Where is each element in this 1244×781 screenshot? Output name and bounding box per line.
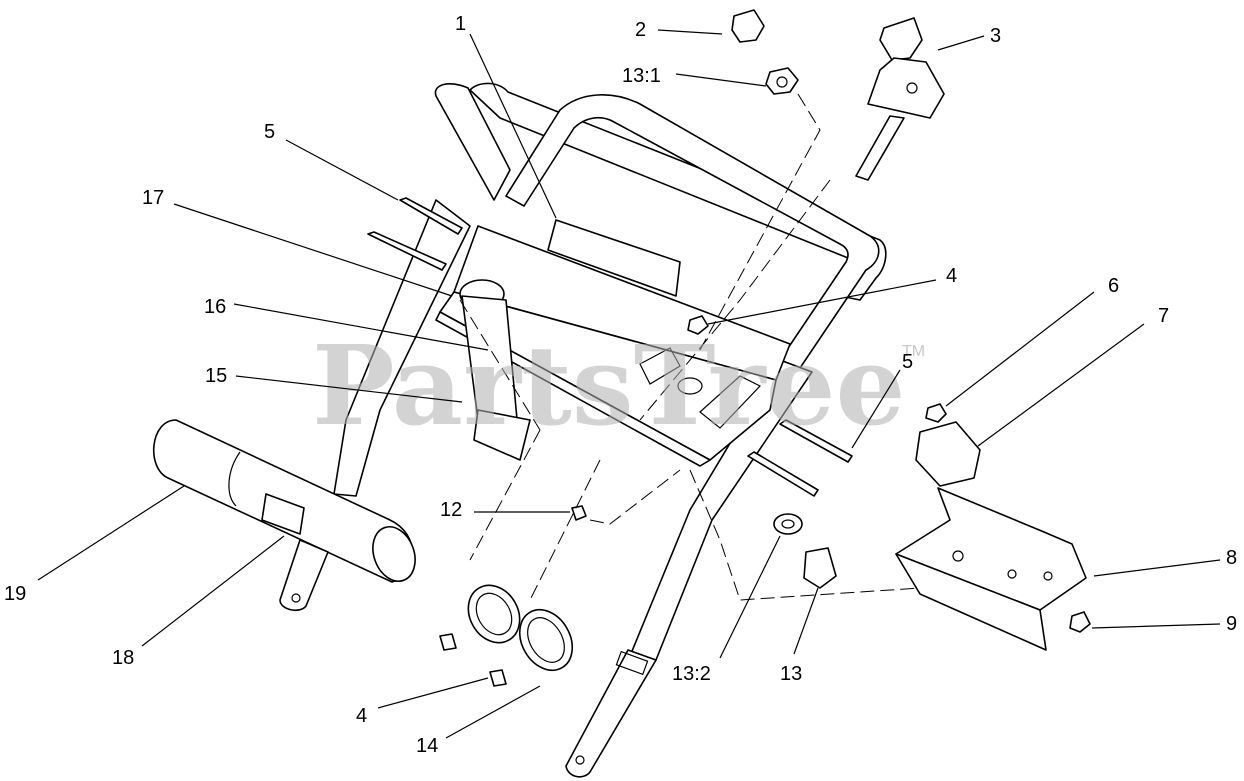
callout-6: 6: [1108, 275, 1119, 297]
throttle-cable: [855, 115, 905, 181]
leader-lines: [37, 29, 1221, 739]
control-panel-face: [439, 291, 777, 461]
callout-14: 14: [416, 735, 438, 757]
watermark-trademark: TM: [902, 343, 925, 360]
nut-6: [925, 403, 947, 423]
lower-tube-clamp: [615, 650, 649, 676]
nut-9: [1069, 611, 1091, 633]
control-panel-recess: [639, 347, 681, 385]
callout-8: 8: [1226, 547, 1237, 569]
callout-15: 18: [112, 647, 134, 669]
bracket-8-side: [895, 553, 1047, 651]
callout-13-2: 13:2: [672, 663, 711, 685]
throttle-pivot: [906, 82, 918, 94]
callout-13: 13: [780, 663, 802, 685]
left-handle-tube: [333, 199, 471, 497]
washer-13-2: [773, 513, 803, 535]
callout-18: 17: [142, 187, 164, 209]
screw-4-lower: [489, 669, 507, 687]
callout-13-1: 13:1: [622, 65, 661, 87]
grip-tube-end: [372, 526, 416, 582]
flange-nut-4-upper: [687, 315, 709, 335]
hose-clamp-right: [518, 609, 574, 671]
callout-5-right: 5: [902, 351, 913, 373]
lower-tube-hole: [575, 755, 585, 765]
bracket-8-hole-2: [1007, 569, 1017, 579]
callout-9: 9: [1226, 613, 1237, 635]
bolt-5-upper-left: [399, 197, 463, 235]
handle-loop-outer: [469, 82, 887, 301]
callout-17: 16: [204, 296, 226, 318]
callout-19: 19: [4, 583, 26, 605]
hose-clamp-left-inner: [475, 592, 513, 636]
washer-13-2-hole: [781, 519, 795, 529]
decal-plate: [547, 219, 681, 297]
bracket-8-hole-3: [1043, 571, 1053, 581]
bolt-5-right: [779, 419, 853, 463]
knob-bracket: [473, 409, 531, 461]
key-switch-hole: [677, 377, 703, 395]
callout-4-lower: 4: [356, 705, 367, 727]
switch-13: [803, 547, 837, 589]
assembly-dash-lines: [459, 93, 921, 601]
lock-nut-13-1: [765, 67, 799, 95]
throttle-handle: [879, 17, 923, 61]
callout-16: 15: [205, 365, 227, 387]
screw-14-left: [439, 633, 457, 651]
callout-2: 2: [635, 19, 646, 41]
bracket-8: [895, 487, 1087, 611]
callout-7: 7: [1158, 305, 1169, 327]
grip-bracket: [279, 539, 329, 612]
callout-3: 3: [990, 25, 1001, 47]
callout-labels: 1 2 3 13:1 5 17 4 6 16 7 5 15 12 8 19 9 …: [4, 13, 1237, 757]
bolt-5-right-lower: [747, 451, 819, 497]
hose-clamp-right-inner: [527, 617, 565, 663]
upper-handle-loop: [434, 83, 511, 201]
callout-12: 12: [440, 499, 462, 521]
bracket-8-hole-1: [952, 550, 964, 562]
ignition-key: [731, 9, 765, 43]
callout-1: 1: [455, 13, 466, 35]
grip-bracket-hole: [291, 593, 301, 603]
lower-tube: [565, 649, 657, 778]
grip-label: [261, 493, 305, 535]
lock-nut-13-1-hole: [776, 76, 788, 88]
grip-tube-seam: [228, 451, 241, 507]
bolt-5-lower-left: [367, 231, 447, 271]
control-panel-slot: [699, 375, 761, 429]
callout-4-upper: 4: [946, 265, 957, 287]
screw-12: [571, 505, 587, 521]
relay-7: [915, 421, 981, 487]
callout-5-upper: 5: [264, 121, 275, 143]
throttle-body: [867, 57, 945, 119]
hose-clamp-left: [467, 584, 521, 644]
watermark: PartsTree: [312, 321, 906, 450]
